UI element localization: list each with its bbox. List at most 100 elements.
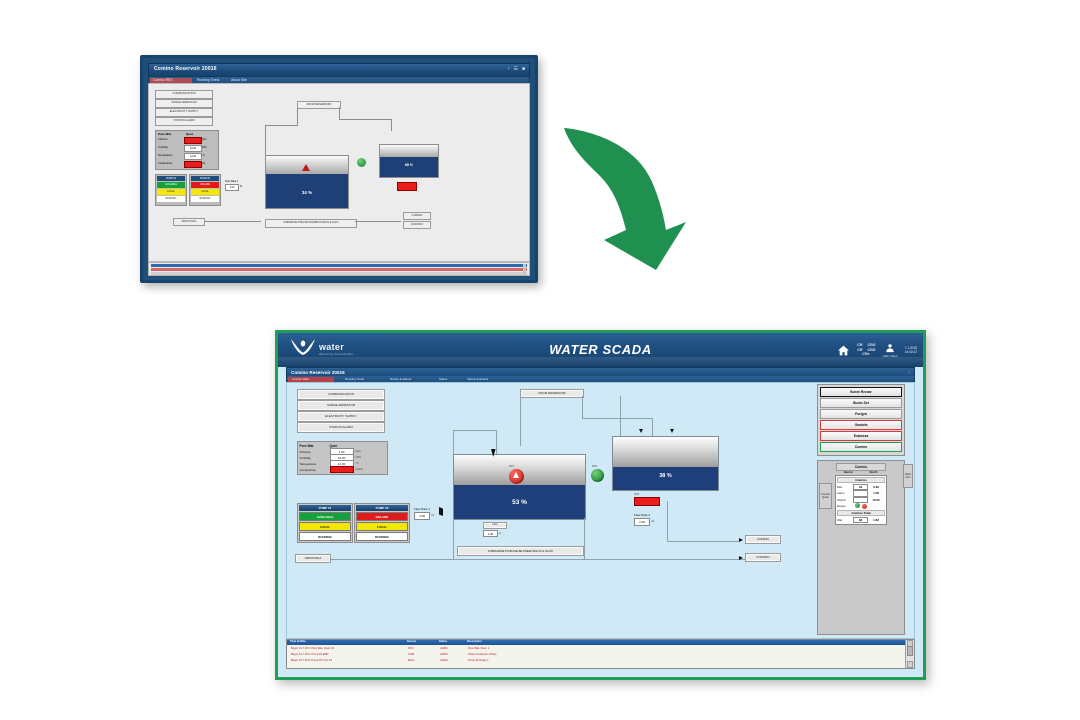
brand-name: water (319, 342, 345, 352)
alarm-log-row[interactable]: Begin 14.7.18 9: Pure Wat. Qual. #1 OFF … (288, 647, 905, 652)
dest-left-button[interactable]: ORKOVSKA (295, 554, 331, 563)
legacy-scada-window[interactable]: Comino Reservoir 20016 ‹ ☰ ■ Comino RES … (140, 55, 538, 283)
alarm-log-row[interactable]: Begin 14.7.18 9: Pump #2 ERR COM ALRM Pu… (288, 653, 905, 658)
legacy-nav-electricity[interactable]: ELECTRICITY SUPPLY (155, 108, 213, 117)
relay-green-icon[interactable] (855, 503, 860, 509)
sd-v2-0: 3.39 (873, 484, 879, 489)
legacy-meas-unit-1: NTU (202, 146, 207, 149)
legacy-nav-communication[interactable]: COMMUNICATION (155, 90, 213, 99)
legacy-meas-value-3 (184, 161, 202, 168)
relay-indicators[interactable] (855, 503, 867, 510)
pump-card-2[interactable]: PUMP #2 FAILURE LOCAL RUNNING (354, 503, 410, 543)
legacy-menu-item-2[interactable]: About Site (231, 78, 247, 82)
site-selector-panel[interactable]: Bunin Rezzar Bunin Set Furigra Otodefa E… (817, 384, 905, 456)
legacy-pump-2[interactable]: PUMP #2 FAILURE LOCAL RUNNING (189, 174, 221, 206)
alarm-log-row[interactable]: Begin 14.7.18 9: Pump #1 Tran #1 ERLx AL… (288, 659, 905, 664)
pipe-segment-8 (496, 430, 497, 454)
pipe-segment-3 (582, 418, 652, 419)
legacy-menu-item-1[interactable]: Running Trend (197, 78, 220, 82)
legacy-pump-2-title: PUMP #2 (191, 176, 219, 181)
side-other-tab[interactable]: Other Item (903, 464, 913, 488)
sd-key-0: Max (837, 484, 843, 489)
transfer-valve-tag: PV2 (592, 465, 597, 468)
dest-right-button-1[interactable]: KORODO (745, 553, 781, 562)
relay-red-icon[interactable] (862, 504, 867, 510)
scrollbar-thumb[interactable] (907, 646, 913, 656)
legacy-pump-2-status: FAILURE (191, 182, 219, 188)
modern-scada-window[interactable]: water delivering responsibility WATER SC… (275, 330, 926, 680)
site-button-4[interactable]: Estaveza (820, 431, 902, 441)
brand-logo[interactable]: water delivering responsibility (290, 337, 353, 357)
inner-window-title: Comino Reservoir 20016 (291, 369, 345, 375)
legacy-status-scrollbar[interactable] (523, 264, 526, 274)
legacy-pump-1[interactable]: PUMP #1 AVAILABLE LOCAL RUNNING (155, 174, 187, 206)
legacy-pipeline-label: SUBMARINE PIPELINE INTERBOTA BALTA & GUZ… (265, 219, 357, 228)
site-button-1[interactable]: Bunin Set (820, 398, 902, 408)
legacy-main-tank-valve-icon (302, 164, 310, 171)
wq-title-left: Pure Wat. (299, 443, 315, 448)
menu-item-device-alarms[interactable]: Device & Alarms (390, 376, 412, 381)
legacy-side-tank-dome (380, 145, 438, 157)
pump-2-run: RUNNING (356, 532, 408, 541)
home-icon[interactable] (837, 344, 850, 357)
nav-communication[interactable]: COMMUNICATION (297, 389, 385, 400)
legacy-nav-surge-arrestor[interactable]: SURGE ARRESTOR (155, 99, 213, 108)
legacy-nav-station-alarm[interactable]: STATION ALARM (155, 117, 213, 126)
user-block[interactable]: USR. Client (882, 343, 898, 358)
legacy-window-controls[interactable]: ‹ ☰ ■ (508, 67, 525, 72)
legacy-dest-right-0[interactable]: CORINO (403, 212, 431, 220)
legacy-dest-left[interactable]: ORKOVSKA (173, 218, 205, 226)
collapse-icon[interactable]: ‹ (908, 369, 911, 375)
legacy-meas-unit-3: µS (202, 162, 205, 165)
wq-unit-1: NTU (355, 456, 362, 459)
wq-row-conductivity: Conductivity µS/cm (300, 466, 386, 473)
transfer-valve[interactable] (591, 469, 604, 482)
user-icon[interactable] (885, 343, 895, 353)
nav-station-alarm[interactable]: STATION ALARM (297, 422, 385, 433)
site-detail-title: Comino (836, 463, 886, 471)
user-icon[interactable]: ■ (521, 66, 525, 72)
menu-item-alarms-events[interactable]: Alarms & Events (467, 376, 489, 381)
legacy-statusbar[interactable] (148, 262, 530, 276)
log-r1-c3: Pulse Conductor off line (468, 653, 497, 656)
dest-right-button-0[interactable]: CORINO (745, 535, 781, 544)
site-button-5[interactable]: Comino (820, 442, 902, 452)
menu-item-status[interactable]: Status (439, 376, 448, 381)
nav-surge-arrestor[interactable]: SURGE ARRESTOR (297, 400, 385, 411)
collapse-icon[interactable]: ‹ (507, 66, 510, 72)
transition-arrow (560, 118, 690, 273)
site-button-2[interactable]: Furigra (820, 409, 902, 419)
hdr-code-1-1: CRG (867, 347, 876, 352)
legacy-status-row-1 (151, 268, 527, 271)
scroll-down-icon[interactable] (907, 661, 913, 668)
legacy-meas-name-2: Temperature (158, 154, 173, 157)
site-detail-columns: Bunin North (836, 470, 886, 475)
legacy-meas-title-left: Pure Wat. (158, 132, 172, 136)
legacy-status-row-2 (151, 272, 527, 275)
pump-2-mode: LOCAL (356, 522, 408, 531)
wq-unit-3: µS/cm (355, 468, 364, 471)
menu-item-comino-res[interactable]: Comino RES (292, 376, 309, 381)
alarm-log[interactable]: Time & Date Source Status Description Be… (286, 639, 915, 669)
hdr-code-2-1: CRx (862, 352, 870, 357)
nav-electricity-supply[interactable]: ELECTRICITY SUPPLY (297, 411, 385, 422)
pump-card-1[interactable]: PUMP #1 AVAILABLE LOCAL RUNNING (297, 503, 353, 543)
side-tank-inlet-arrow-2 (670, 429, 674, 433)
legacy-pump-1-title: PUMP #1 (157, 176, 185, 181)
side-tank-dome (613, 437, 718, 467)
menu-icon[interactable]: ☰ (513, 66, 518, 72)
site-detail-panel: Comino Bunin North Comino Max 43 3.39 (817, 460, 905, 635)
outlet-widget: OUT (634, 493, 660, 506)
site-button-3[interactable]: Otodefa (820, 420, 902, 430)
legacy-dest-right-1[interactable]: KORODO (403, 221, 431, 229)
pump-2-status: FAILURE (356, 512, 408, 521)
pipe-segment-7 (453, 430, 454, 454)
site-button-0[interactable]: Bunin Rezzar (820, 387, 902, 397)
legacy-valve-green[interactable] (357, 158, 366, 167)
legacy-menu-item-0[interactable]: Comino RES (153, 78, 173, 82)
menu-item-running-trend[interactable]: Running Trend (345, 376, 364, 381)
site-detail-left-tab[interactable]: Comino Quick (819, 483, 832, 509)
flow-2-value: 1.00 (634, 518, 650, 526)
alarm-log-scrollbar[interactable] (905, 640, 914, 668)
